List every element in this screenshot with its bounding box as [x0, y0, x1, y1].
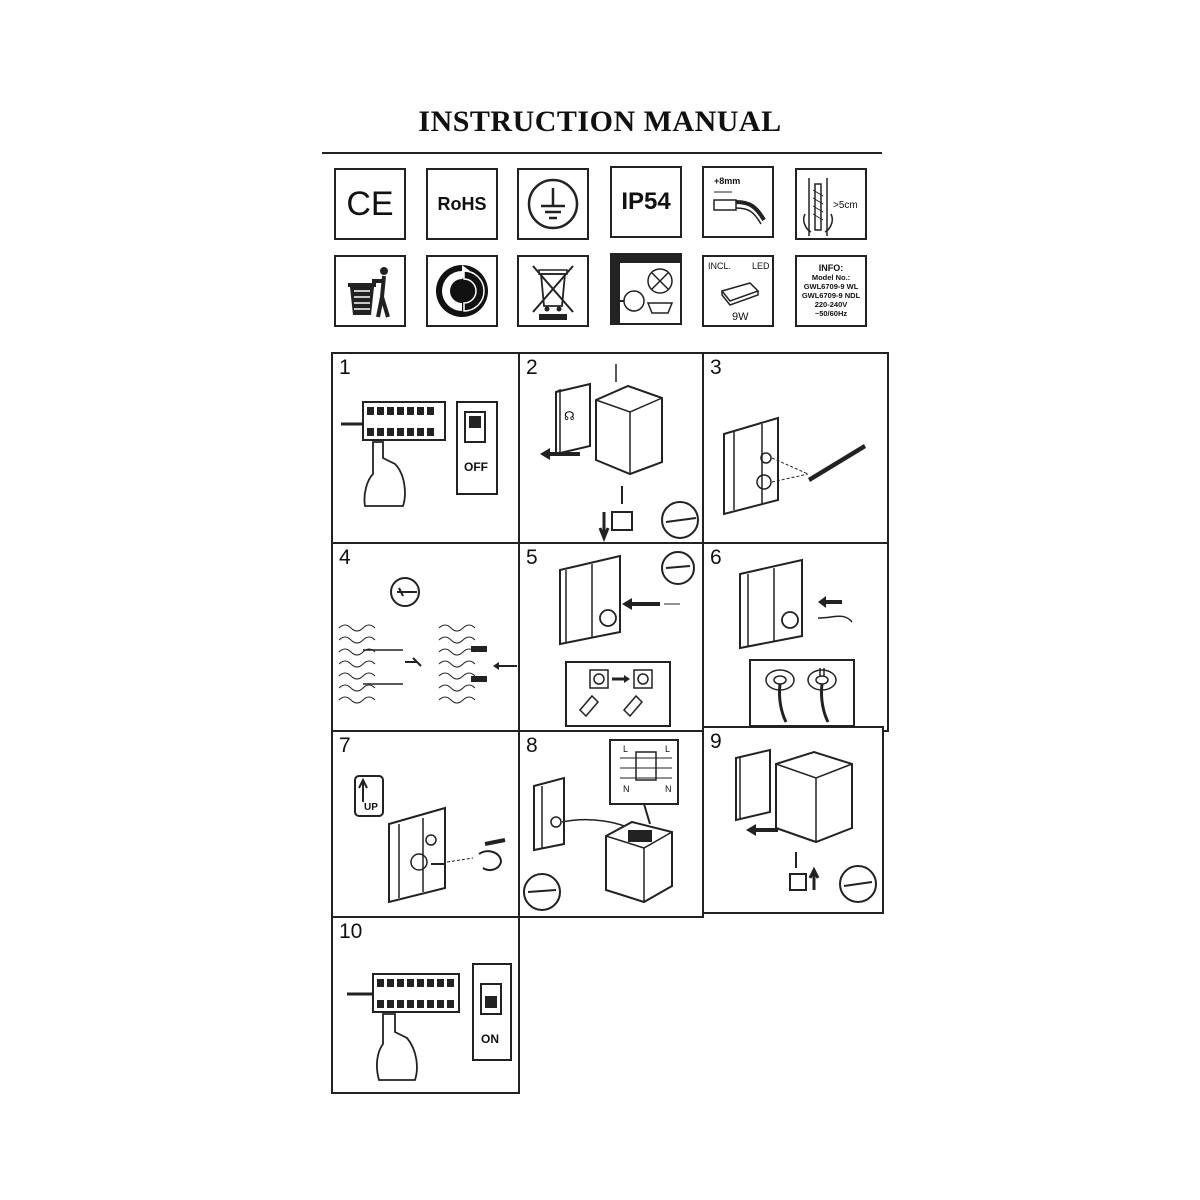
- strip-length-label: +8mm: [714, 176, 741, 186]
- ip-rating-label: IP54: [621, 188, 671, 215]
- ground-symbol-icon: [517, 168, 589, 240]
- step-4-number: 4: [339, 546, 351, 569]
- breaker-box-illustration: [341, 401, 498, 507]
- product-info-box: INFO: Model No.: GWL6709-9 WL GWL6709-9 …: [795, 255, 867, 327]
- led-power-label: 9W: [732, 311, 749, 323]
- remove-cover-illustration: ☊: [540, 364, 699, 542]
- step-1-panel: 1 OFF: [331, 352, 520, 544]
- no-cover-insulation-icon: [610, 253, 682, 325]
- wire-l-label-2: L: [665, 744, 671, 754]
- step-5-number: 5: [526, 546, 538, 569]
- mount-bracket-illustration: [354, 775, 506, 904]
- ce-label: CE: [346, 184, 394, 223]
- green-dot-recycle-icon: [426, 255, 498, 327]
- feed-cable-illustration: [559, 551, 695, 727]
- mark-drill-holes-illustration: [723, 416, 866, 516]
- info-model-label: Model No.:: [811, 273, 851, 282]
- step-7-panel: 7 UP: [331, 730, 520, 918]
- title-divider: [322, 152, 882, 154]
- wire-n-label-1: N: [623, 784, 630, 794]
- up-label: UP: [364, 802, 378, 813]
- step-3-panel: 3: [702, 352, 889, 544]
- ce-mark-icon: CE: [334, 168, 406, 240]
- dispose-bin-icon: [334, 255, 406, 327]
- step-9-panel: 9: [702, 726, 884, 914]
- rohs-label: RoHS: [437, 193, 487, 214]
- breaker-on-illustration: [347, 963, 512, 1081]
- manual-title: INSTRUCTION MANUAL: [418, 105, 782, 138]
- info-heading: INFO:: [818, 263, 844, 273]
- rohs-icon: RoHS: [426, 168, 498, 240]
- step-3-number: 3: [710, 356, 722, 379]
- drill-wall-illustration: [338, 577, 517, 704]
- info-model-2: GWL6709-9 NDL: [801, 291, 861, 300]
- info-frequency: ~50/60Hz: [814, 309, 848, 318]
- info-voltage: 220-240V: [814, 300, 848, 309]
- step-4-panel: 4: [331, 542, 520, 732]
- wire-l-label-1: L: [623, 744, 629, 754]
- off-label: OFF: [464, 460, 488, 474]
- grommet-cable-illustration: [739, 558, 855, 727]
- led-word-label: LED: [752, 261, 770, 271]
- step-8-panel: 8 L L N N: [518, 730, 704, 918]
- wall-distance-icon: >5cm: [795, 168, 867, 240]
- step-7-number: 7: [339, 734, 351, 757]
- led-incl-label: INCL.: [708, 261, 732, 271]
- step-10-number: 10: [339, 920, 363, 943]
- step-9-number: 9: [710, 730, 722, 753]
- wire-strip-icon: +8mm: [702, 166, 774, 238]
- step-2-panel: 2 ☊: [518, 352, 704, 544]
- step-5-panel: 5: [518, 542, 704, 732]
- step-10-panel: 10 ON: [331, 916, 520, 1094]
- step-1-number: 1: [339, 356, 351, 379]
- weee-crossed-bin-icon: [517, 255, 589, 327]
- step-2-number: 2: [526, 356, 538, 379]
- led-included-icon: INCL. LED 9W: [702, 255, 774, 327]
- attach-cover-illustration: [735, 748, 877, 903]
- step-8-number: 8: [526, 734, 538, 757]
- distance-label: >5cm: [833, 200, 858, 211]
- step-6-number: 6: [710, 546, 722, 569]
- ip-rating-icon: IP54: [610, 166, 682, 238]
- wire-n-label-2: N: [665, 784, 672, 794]
- info-model-1: GWL6709-9 WL: [803, 282, 859, 291]
- step-6-panel: 6: [702, 542, 889, 732]
- wiring-connection-illustration: [523, 739, 679, 911]
- svg-text:☊: ☊: [564, 409, 575, 423]
- on-label: ON: [481, 1032, 499, 1046]
